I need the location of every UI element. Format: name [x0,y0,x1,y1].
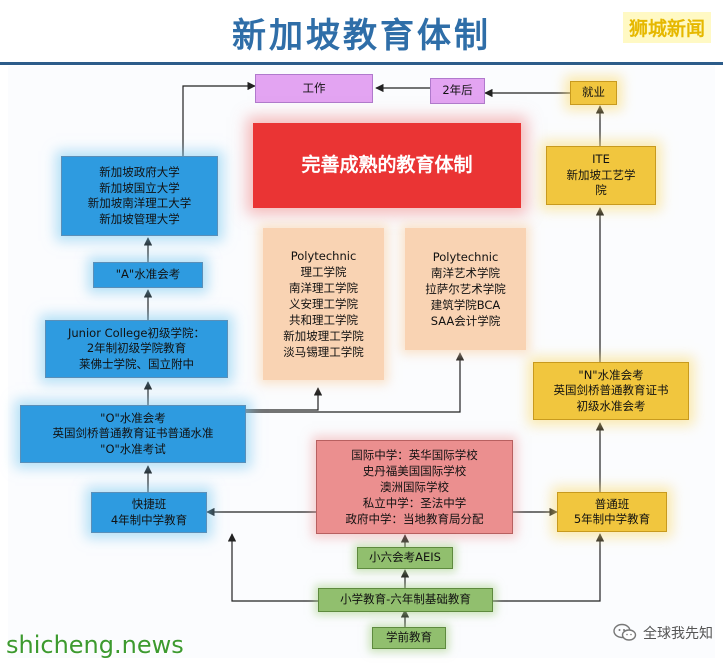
n-level-box: "N"水准会考 英国剑桥普通教育证书 初级水准会考 [533,362,689,420]
poly1-line-1: Polytechnic [290,249,357,263]
o-level-line-2: 英国剑桥普通教育证书普通水准 [52,426,214,441]
university-2: 新加坡国立大学 [99,180,180,195]
arrow-olevel-to-poly1 [246,387,323,411]
work-label: 工作 [302,80,326,95]
polytechnic-box-1: Polytechnic 理工学院 南洋理工学院 义安理工学院 共和理工学院 新加… [263,228,384,380]
arrow-university-to-work [182,81,256,156]
ite-line-2: 新加坡工艺学 [566,167,636,182]
center-title-box: 完善成熟的教育体制 [253,123,521,208]
jc-line-1: Junior College初级学院： [68,325,205,340]
poly1-line-3: 南洋理工学院 [289,281,358,295]
poly2-line-1: Polytechnic [432,250,499,264]
wechat-watermark: 全球我先知 [613,623,713,643]
n-level-line-1: "N"水准会考 [578,367,644,382]
normal-line-1: 普通班 [594,496,630,511]
n-level-line-3: 初级水准会考 [576,398,646,413]
preschool-box: 学前教育 [372,627,446,649]
normal-stream-box: 普通班 5年制中学教育 [557,492,667,532]
primary-label: 小学教育-六年制基础教育 [340,592,471,607]
two-years-label: 2年后 [442,83,473,98]
o-level-line-1: "O"水准会考 [100,410,166,425]
a-level-label: "A"水准会考 [115,267,181,282]
poly2-line-5: SAA会计学院 [430,314,501,328]
intl-line-3: 澳洲国际学校 [380,480,449,494]
o-level-box: "O"水准会考 英国剑桥普通教育证书普通水准 "O"水准考试 [20,405,246,463]
ite-line-3: 院 [595,183,607,198]
wechat-icon [613,623,637,643]
poly2-line-3: 拉萨尔艺术学院 [425,282,506,296]
poly1-line-5: 共和理工学院 [289,313,358,327]
o-level-line-3: "O"水准考试 [100,441,166,456]
psle-box: 小六会考AEIS [357,547,453,569]
employment-box: 就业 [570,81,617,105]
ite-box: ITE 新加坡工艺学 院 [546,146,656,205]
page-title: 新加坡教育体制 [232,16,491,56]
university-1: 新加坡政府大学 [99,165,180,179]
center-title: 完善成熟的教育体制 [301,153,473,176]
psle-label: 小六会考AEIS [369,550,441,565]
site-watermark: shicheng.news [6,631,184,659]
poly1-line-7: 淡马锡理工学院 [283,345,364,359]
normal-line-2: 5年制中学教育 [573,512,651,526]
university-4: 新加坡管理大学 [99,211,180,226]
title-divider [0,62,723,65]
n-level-line-2: 英国剑桥普通教育证书 [553,383,669,398]
preschool-label: 学前教育 [386,630,432,645]
intl-line-1: 国际中学：英华国际学校 [351,448,478,462]
express-line-1: 快捷班 [131,497,167,511]
poly1-line-4: 义安理工学院 [289,297,358,311]
express-box: 快捷班 4年制中学教育 [91,492,207,533]
a-level-box: "A"水准会考 [93,262,203,288]
poly1-line-2: 理工学院 [300,265,347,279]
two-years-box: 2年后 [430,78,485,104]
arrow-primary-to-express [227,533,318,602]
employment-label: 就业 [582,85,605,100]
arrow-primary-to-normal [493,533,605,602]
university-3: 新加坡南洋理工大学 [87,196,192,210]
junior-college-box: Junior College初级学院： 2年制初级学院教育 莱佛士学院、国立附中 [45,320,228,378]
arrow-olevel-to-poly2 [246,352,465,413]
jc-line-2: 2年制初级学院教育 [86,341,187,356]
work-box: 工作 [255,74,373,103]
jc-line-3: 莱佛士学院、国立附中 [79,356,194,371]
poly2-line-2: 南洋艺术学院 [431,266,500,280]
international-box: 国际中学：英华国际学校 史丹福美国国际学校 澳洲国际学校 私立中学：圣法中学 政… [316,440,513,534]
brand-logo: 狮城新闻 [622,12,711,43]
poly1-line-6: 新加坡理工学院 [283,329,364,343]
intl-line-4: 私立中学：圣法中学 [362,496,467,510]
intl-line-5: 政府中学：当地教育局分配 [345,512,484,526]
polytechnic-box-2: Polytechnic 南洋艺术学院 拉萨尔艺术学院 建筑学院BCA SAA会计… [405,228,526,350]
intl-line-2: 史丹福美国国际学校 [362,464,467,478]
ite-line-1: ITE [592,152,610,167]
primary-box: 小学教育-六年制基础教育 [318,588,493,612]
poly2-line-4: 建筑学院BCA [430,298,501,312]
university-box: 新加坡政府大学 新加坡国立大学 新加坡南洋理工大学 新加坡管理大学 [61,156,218,236]
wechat-account-name: 全球我先知 [643,626,713,642]
express-line-2: 4年制中学教育 [110,512,188,527]
